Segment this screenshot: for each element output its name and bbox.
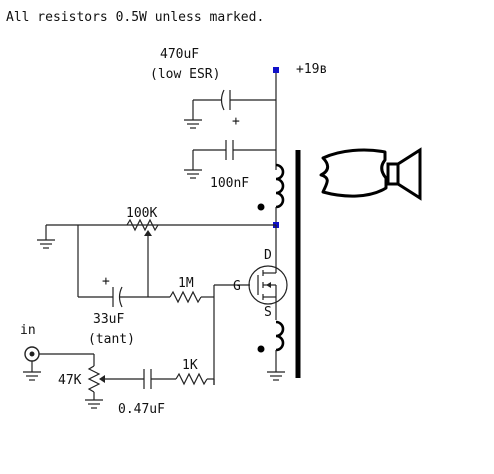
input-section: in 47K 0.47uF 1K: [20, 323, 215, 417]
c100n-value: 100nF: [210, 176, 249, 191]
supply-label: +19в: [296, 62, 327, 77]
mosfet-drain-label: D: [264, 248, 272, 263]
capacitor-470uf: 470uF (low ESR) +: [150, 47, 276, 129]
supply-rail: +19в: [273, 62, 327, 170]
phase-dot-top: [257, 203, 265, 211]
capacitor-100nf: 100nF: [184, 140, 276, 191]
r1k-value: 1K: [182, 358, 198, 373]
ground-symbol: [184, 119, 202, 129]
ground-symbol: [184, 169, 202, 179]
mosfet-source-label: S: [264, 305, 272, 320]
resistor-1m: 1M: [148, 276, 215, 385]
note-text: All resistors 0.5W unless marked.: [6, 10, 264, 25]
c470-type: (low ESR): [150, 67, 220, 82]
supply-node: [273, 67, 279, 73]
c33-polarity: +: [102, 274, 110, 289]
pot47k-value: 47K: [58, 373, 82, 388]
r100k-value: 100K: [126, 206, 157, 221]
c470-value: 470uF: [160, 47, 199, 62]
r1m-value: 1M: [178, 276, 194, 291]
ground-symbol: [37, 239, 55, 249]
speaker-sketch: [319, 147, 422, 201]
transformer: [257, 150, 301, 378]
c047-value: 0.47uF: [118, 402, 165, 417]
c33-value: 33uF: [93, 312, 124, 327]
source-ground: [267, 350, 285, 381]
capacitor-33uf: + 33uF (tant): [77, 225, 148, 347]
c470-polarity: +: [232, 114, 240, 129]
mosfet: D G S: [214, 225, 288, 320]
mosfet-gate-label: G: [233, 279, 241, 294]
phase-dot-bottom: [257, 345, 265, 353]
input-label: in: [20, 323, 36, 338]
bias-network: 100K: [37, 206, 276, 297]
c33-type: (tant): [88, 332, 135, 347]
